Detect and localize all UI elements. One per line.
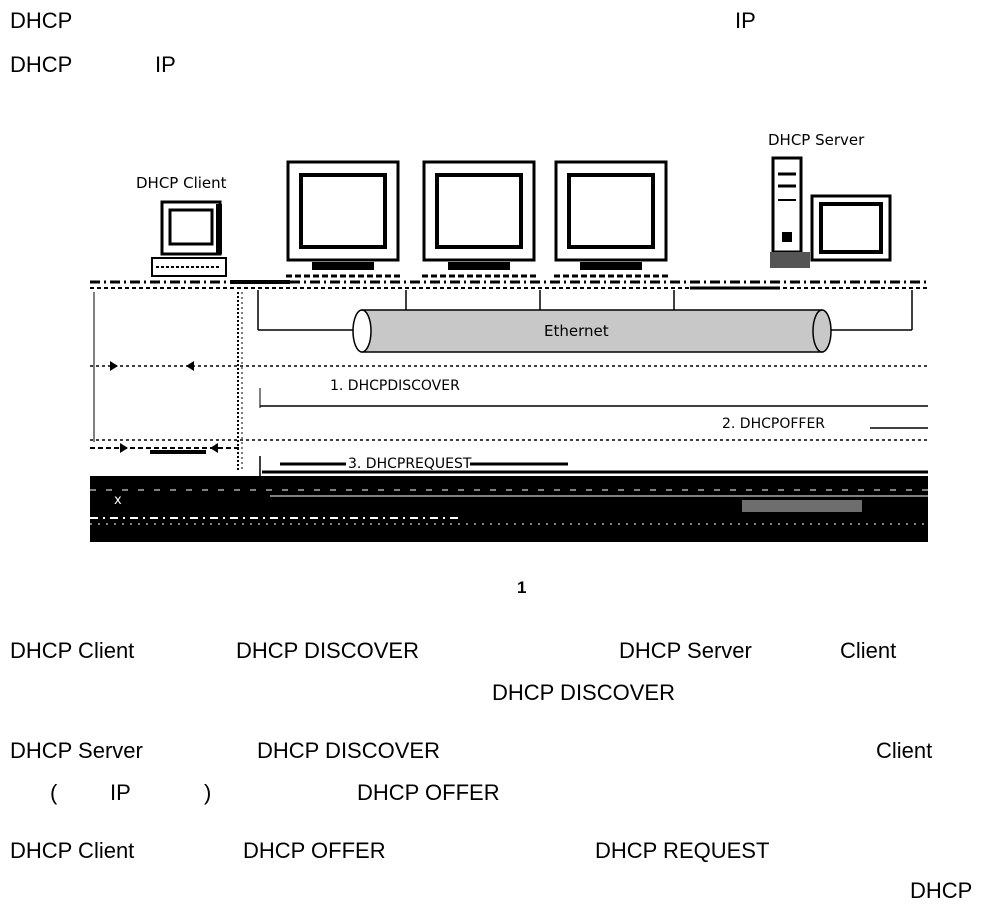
client-computer-icon: [152, 202, 226, 276]
step-discover-label: 1. DHCPDISCOVER: [330, 378, 460, 394]
desktop-computer-icon: [422, 162, 538, 276]
intro-line2-ip: IP: [155, 52, 176, 78]
step1-line1-item: DHCP Server: [619, 638, 752, 664]
svg-text:x: x: [114, 493, 122, 508]
step2-line2-item: ): [204, 780, 211, 806]
ethernet-label: Ethernet: [544, 322, 609, 340]
step3-line2-item: DHCP: [910, 878, 972, 904]
desktop-computer-icon: [286, 162, 402, 276]
step1-line1-item: Client: [840, 638, 896, 664]
step2-line2-item: IP: [110, 780, 131, 806]
step2-line2-item: DHCP OFFER: [357, 780, 500, 806]
step1-line2-item: DHCP DISCOVER: [492, 680, 675, 706]
desktop-computer-icon: [554, 162, 670, 276]
step-request-label: 3. DHCPREQUEST: [348, 456, 472, 472]
step2-line2-item: (: [50, 780, 57, 806]
intro-line2-dhcp: DHCP: [10, 52, 72, 78]
step3-line1-item: DHCP OFFER: [243, 838, 386, 864]
dhcp-process-figure: DHCP Server DHCP Client: [90, 112, 928, 542]
figure-caption: 1: [517, 578, 526, 598]
step2-line1-item: DHCP DISCOVER: [257, 738, 440, 764]
ack-band: x: [90, 476, 928, 542]
step-offer-label: 2. DHCPOFFER: [722, 416, 825, 432]
step2-line1-item: Client: [876, 738, 932, 764]
intro-line1-ip: IP: [735, 8, 756, 34]
step3-line1-item: DHCP REQUEST: [595, 838, 769, 864]
server-label: DHCP Server: [768, 131, 865, 149]
step1-line1-item: DHCP Client: [10, 638, 134, 664]
step1-line1-item: DHCP DISCOVER: [236, 638, 419, 664]
dhcp-diagram: DHCP Server DHCP Client: [90, 112, 928, 542]
client-label: DHCP Client: [136, 174, 227, 192]
step3-line1-item: DHCP Client: [10, 838, 134, 864]
step2-line1-item: DHCP Server: [10, 738, 143, 764]
intro-line1-dhcp: DHCP: [10, 8, 72, 34]
